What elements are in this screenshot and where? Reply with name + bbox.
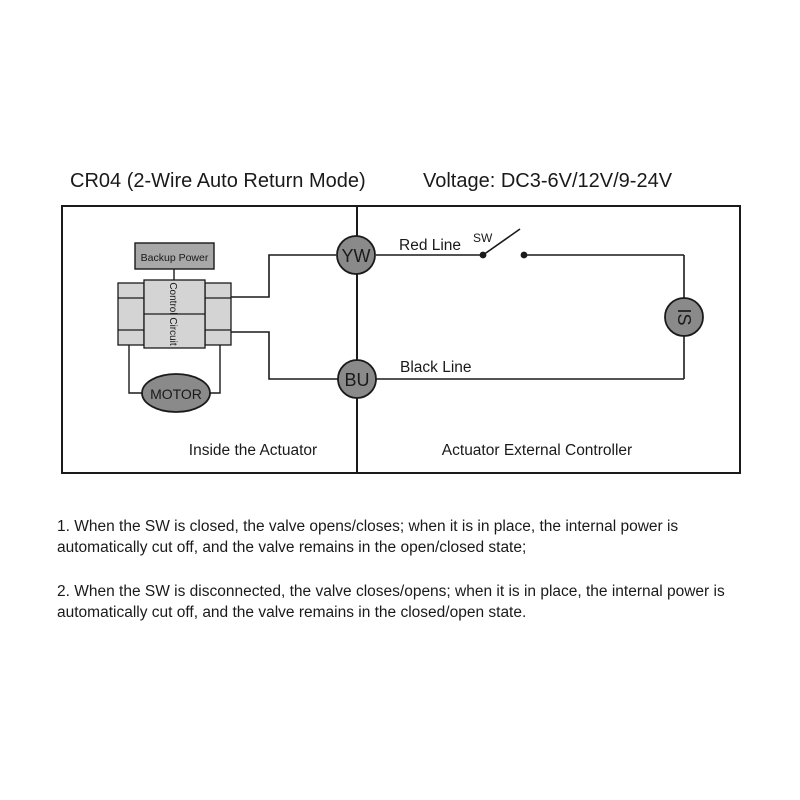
motor-label: MOTOR [150, 386, 202, 402]
terminal-bu-label: BU [344, 370, 369, 390]
control-circuit-body [117, 279, 232, 349]
inside-actuator-label: Inside the Actuator [189, 442, 317, 459]
terminal-yw-label: YW [342, 246, 371, 266]
red-line-label: Red Line [399, 237, 461, 254]
actuator-assembly: Backup Power Control Circuit MOTOR [117, 242, 232, 413]
switch-sw: SW [473, 228, 528, 259]
backup-power-label: Backup Power [141, 252, 209, 264]
note-2: 2. When the SW is disconnected, the valv… [57, 583, 725, 621]
external-wiring [376, 254, 685, 380]
terminal-yw: YW [336, 235, 376, 275]
voltage-label: Voltage: DC3-6V/12V/9-24V [423, 170, 673, 192]
black-line-label: Black Line [400, 359, 472, 376]
note-1: 1. When the SW is closed, the valve open… [57, 518, 679, 556]
diagram-frame [61, 205, 741, 474]
power-source-is: IS [664, 297, 704, 337]
external-controller-label: Actuator External Controller [442, 442, 632, 459]
switch-label: SW [473, 231, 493, 245]
motor-wiring [128, 345, 221, 394]
motor [141, 373, 211, 413]
terminal-bu: BU [337, 359, 377, 399]
control-circuit-label: Control Circuit [167, 282, 178, 346]
power-source-label: IS [674, 308, 694, 325]
internal-wiring [230, 254, 338, 380]
backup-power-block [134, 242, 215, 270]
diagram-title: CR04 (2-Wire Auto Return Mode) [70, 170, 366, 192]
